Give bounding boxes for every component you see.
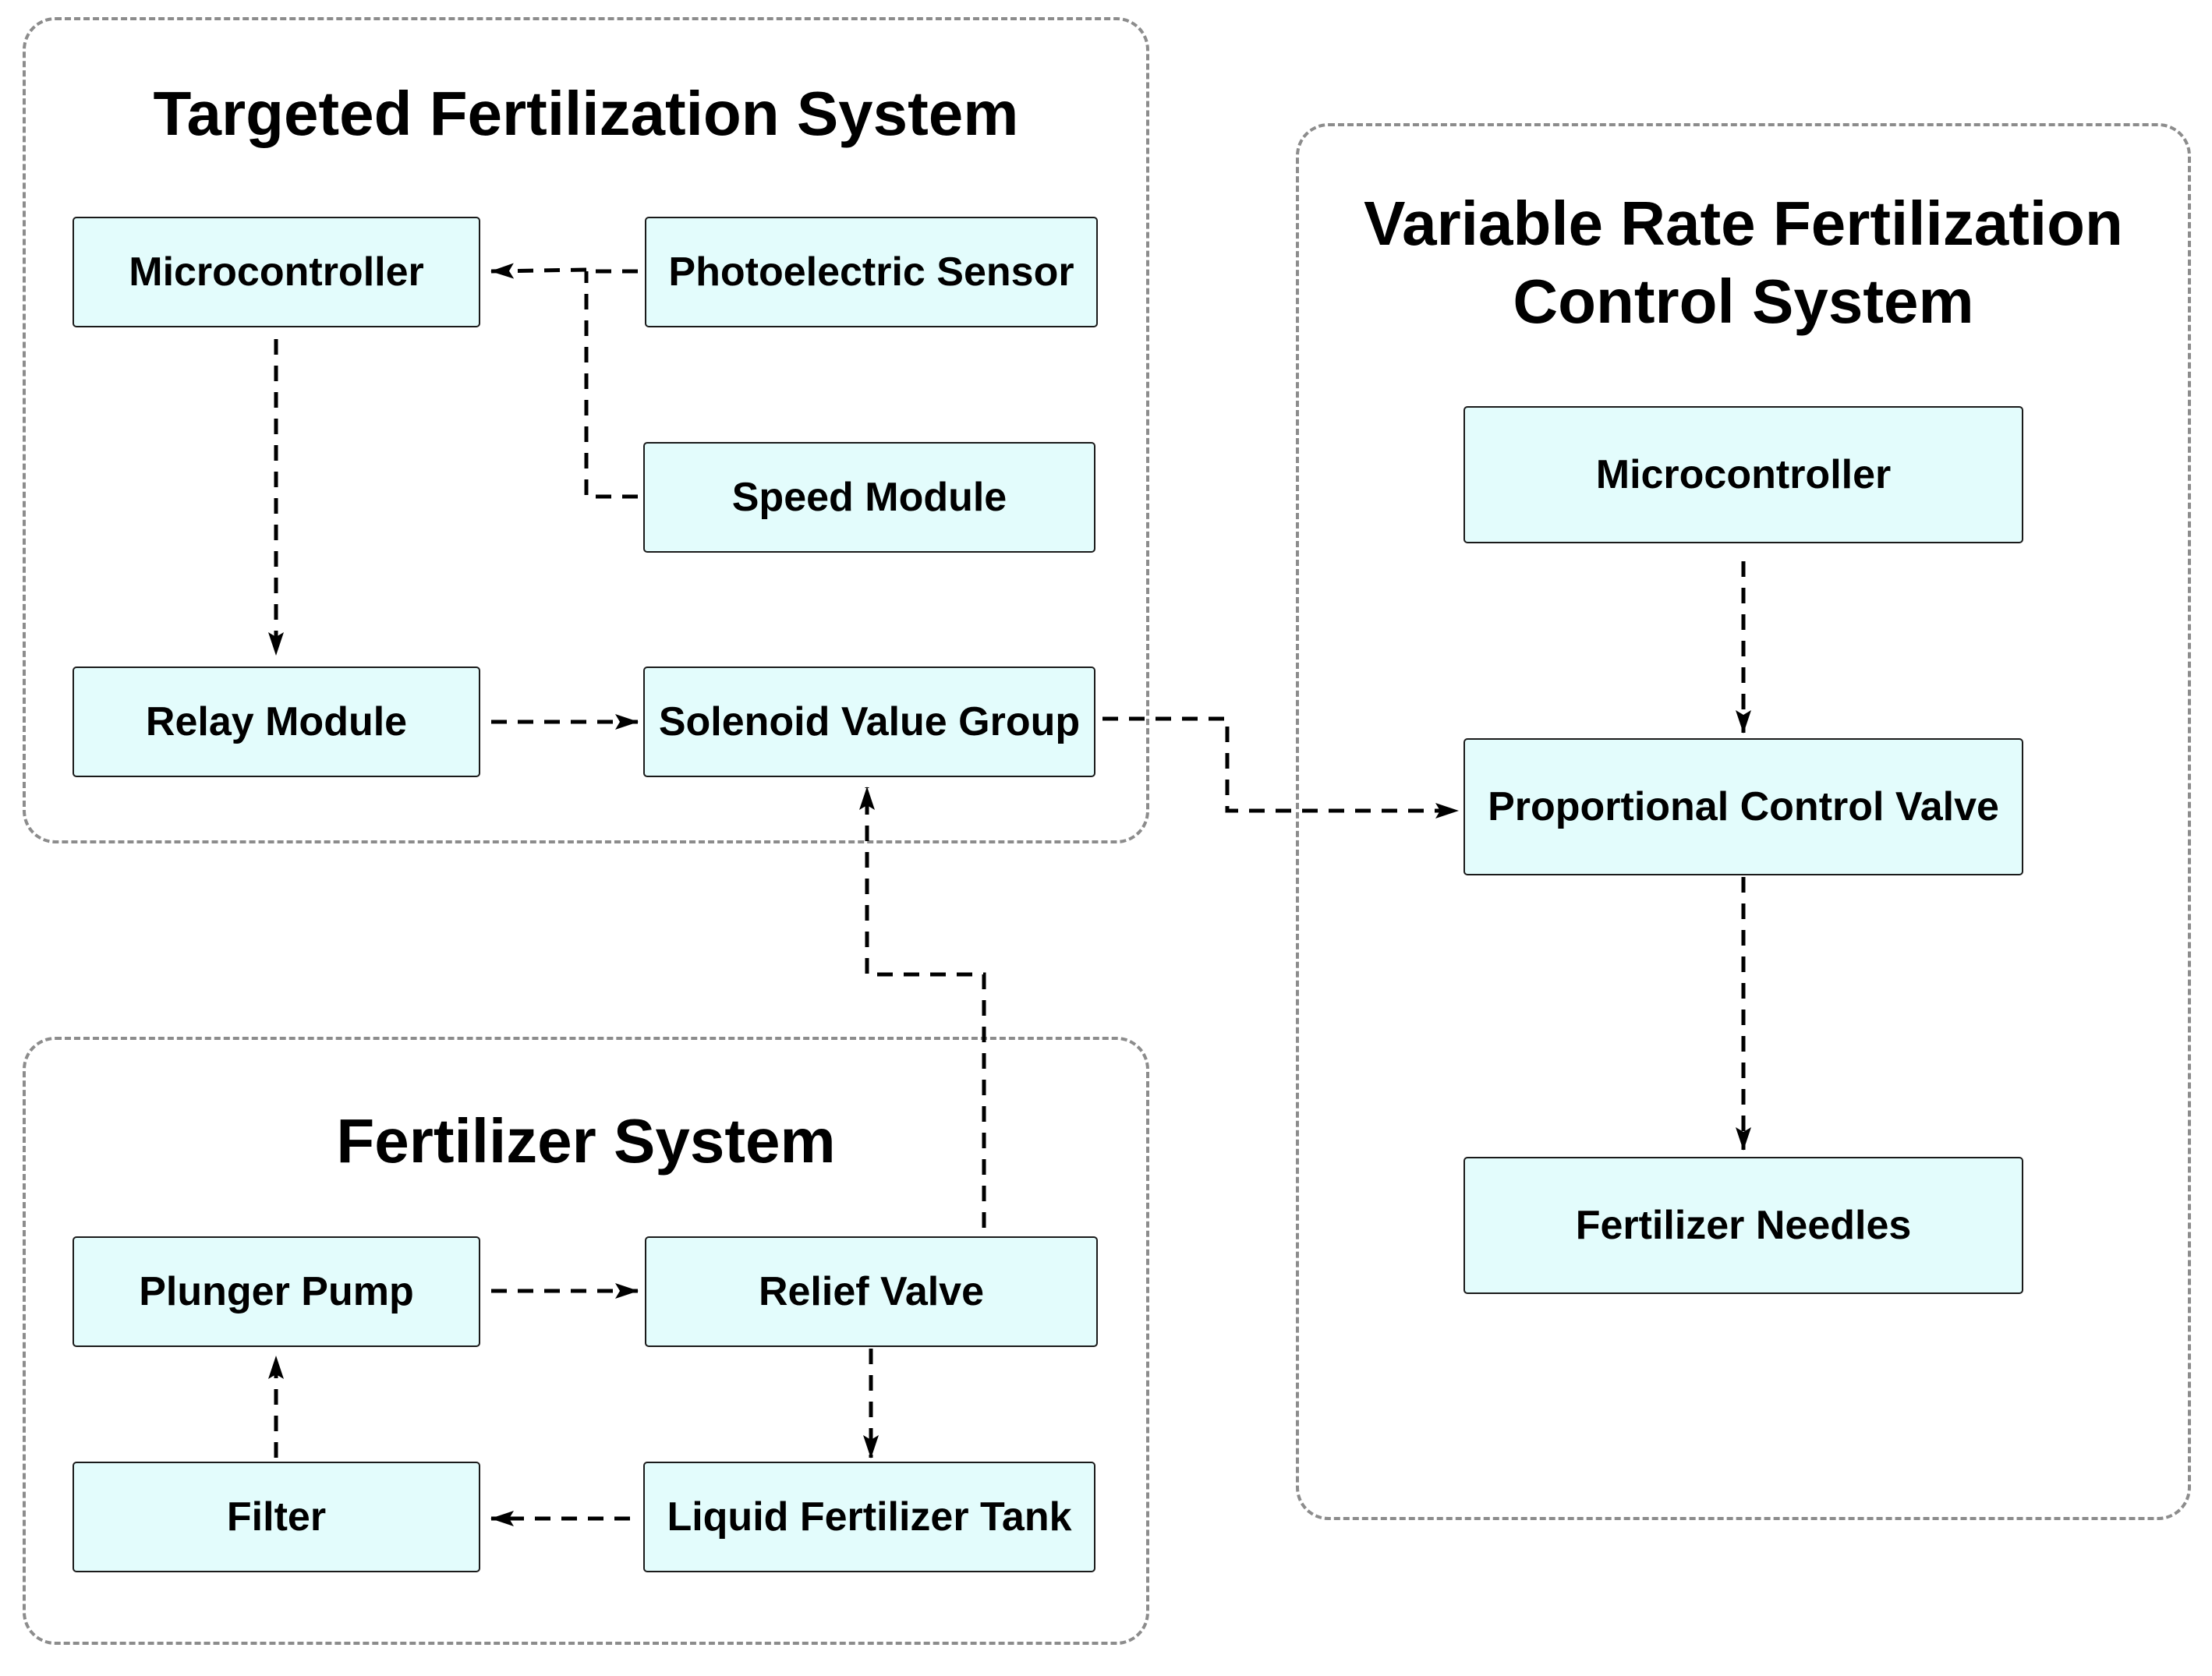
control-microcontroller-node: Microcontroller — [1463, 406, 2023, 543]
relay-module-node: Relay Module — [73, 667, 480, 777]
edge-relief-to-solenoid — [859, 787, 986, 1228]
targeted-fertilization-title: Targeted Fertilization System — [153, 79, 1019, 148]
microcontroller-node: Microcontroller — [73, 217, 480, 327]
edge-speed-to-bus — [584, 271, 638, 499]
variable-rate-control-group: Variable Rate Fertilization Control Syst… — [1296, 123, 2191, 1520]
speed-module-node: Speed Module — [643, 442, 1095, 553]
fertilizer-system-group: Fertilizer System — [23, 1037, 1149, 1645]
plunger-pump-node: Plunger Pump — [73, 1236, 480, 1347]
fertilizer-needles-node: Fertilizer Needles — [1463, 1157, 2023, 1294]
edge-solenoid-to-proportional-valve — [1102, 716, 1459, 819]
proportional-control-valve-node: Proportional Control Valve — [1463, 738, 2023, 875]
fertilizer-system-title: Fertilizer System — [336, 1106, 836, 1176]
edge-photoelectric-to-microcontroller — [490, 263, 638, 279]
liquid-fertilizer-tank-node: Liquid Fertilizer Tank — [643, 1462, 1095, 1572]
variable-rate-control-title: Variable Rate Fertilization Control Syst… — [1364, 189, 2123, 336]
filter-node: Filter — [73, 1462, 480, 1572]
targeted-fertilization-group: Targeted Fertilization System — [23, 17, 1149, 843]
solenoid-value-group-node: Solenoid Value Group — [643, 667, 1095, 777]
photoelectric-sensor-node: Photoelectric Sensor — [645, 217, 1098, 327]
relief-valve-node: Relief Valve — [645, 1236, 1098, 1347]
